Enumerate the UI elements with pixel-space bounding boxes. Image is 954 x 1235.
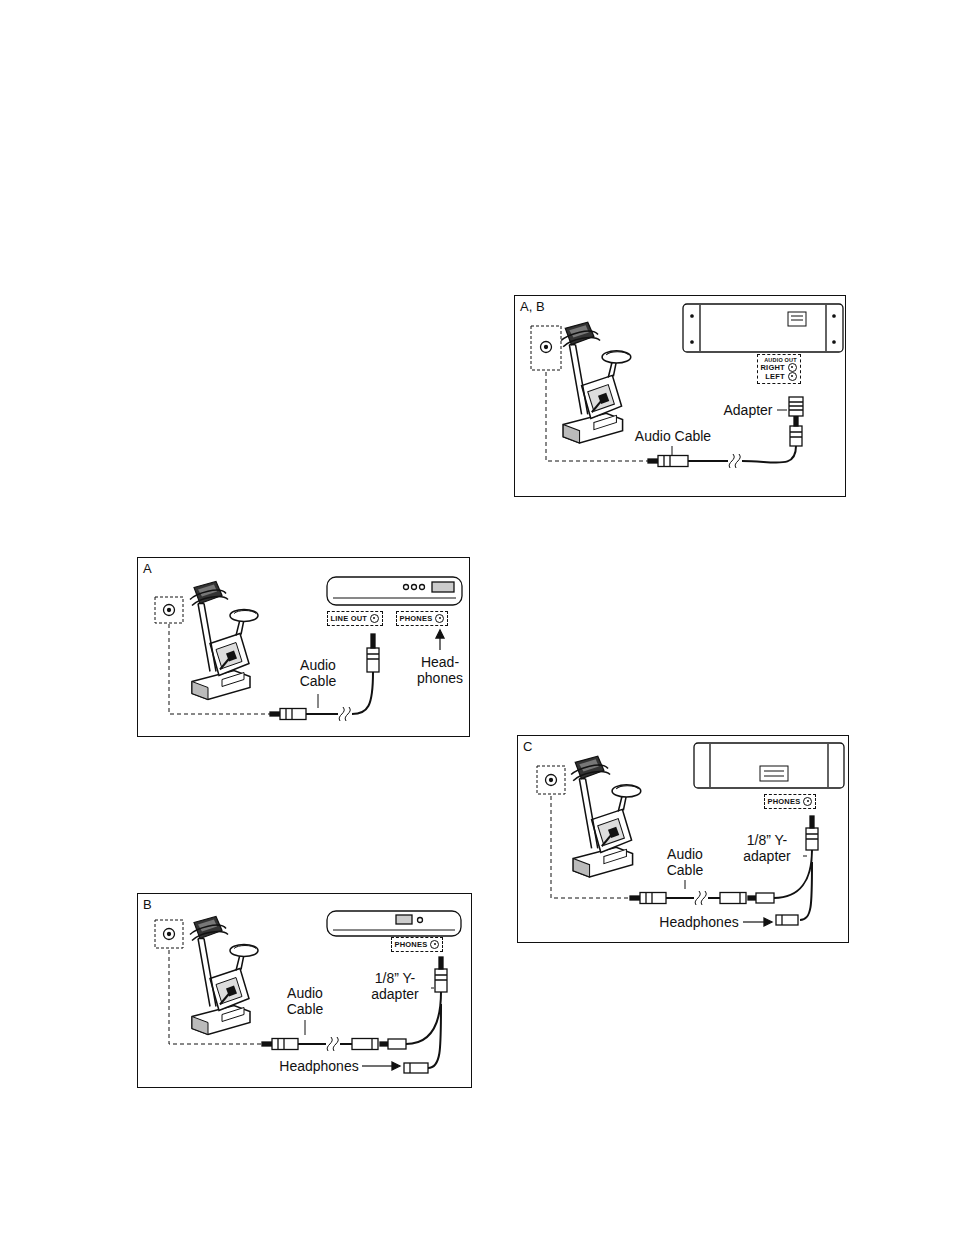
- jack-row: LEFT: [765, 372, 797, 381]
- jack-label: LEFT: [765, 372, 785, 381]
- jack-row: PHONES: [400, 614, 445, 623]
- jack-symbol: [370, 614, 379, 623]
- figure-panel: A, B AUDIO OUTRIGHTLEFT: [514, 295, 846, 497]
- part-label: Headphones: [276, 1058, 362, 1074]
- part-label: 1/8” Y-adapter: [732, 832, 802, 864]
- jack-symbol: [788, 363, 797, 372]
- part-label: Audio Cable: [628, 428, 718, 444]
- exercise-bike: [571, 756, 641, 877]
- jack-label-box: PHONES: [391, 937, 444, 952]
- jack-label: PHONES: [768, 797, 801, 806]
- jack-row: LINE OUT: [331, 614, 380, 623]
- jack-label: PHONES: [400, 614, 433, 623]
- jack-row: RIGHT: [761, 363, 797, 372]
- panel-letter: C: [523, 739, 532, 754]
- jack-label: RIGHT: [761, 363, 785, 372]
- jack-symbol: [788, 372, 797, 381]
- jack-row: AUDIO OUT: [764, 357, 797, 363]
- jack-label: LINE OUT: [331, 614, 368, 623]
- figure-panel: A LINE OUT PHONES: [137, 557, 470, 737]
- jack-label-box: PHONES: [764, 794, 817, 809]
- part-label: Audio Cable: [280, 985, 330, 1017]
- jack-label-box: AUDIO OUTRIGHTLEFT: [757, 354, 801, 384]
- jack-symbol: [803, 797, 812, 806]
- part-label: Audio Cable: [290, 657, 346, 689]
- jack-symbol: [430, 940, 439, 949]
- jack-row: PHONES: [395, 940, 440, 949]
- part-label: Audio Cable: [660, 846, 710, 878]
- panel-letter: A, B: [520, 299, 545, 314]
- part-label: Head- phones: [412, 654, 468, 686]
- jack-label: PHONES: [395, 940, 428, 949]
- part-label: Headphones: [656, 914, 742, 930]
- jack-label-box: LINE OUT: [327, 611, 384, 626]
- part-label: Adapter: [720, 402, 776, 418]
- jack-symbol: [435, 614, 444, 623]
- exercise-bike: [561, 322, 631, 443]
- figure-panel: C PHONES: [517, 735, 849, 943]
- jack-label: AUDIO OUT: [764, 357, 797, 363]
- jack-label-box: PHONES: [396, 611, 449, 626]
- exercise-bike: [190, 917, 258, 1035]
- exercise-bike: [190, 582, 258, 700]
- panel-letter: A: [143, 561, 152, 576]
- part-label: 1/8” Y-adapter: [360, 970, 430, 1002]
- panel-letter: B: [143, 897, 152, 912]
- jack-row: PHONES: [768, 797, 813, 806]
